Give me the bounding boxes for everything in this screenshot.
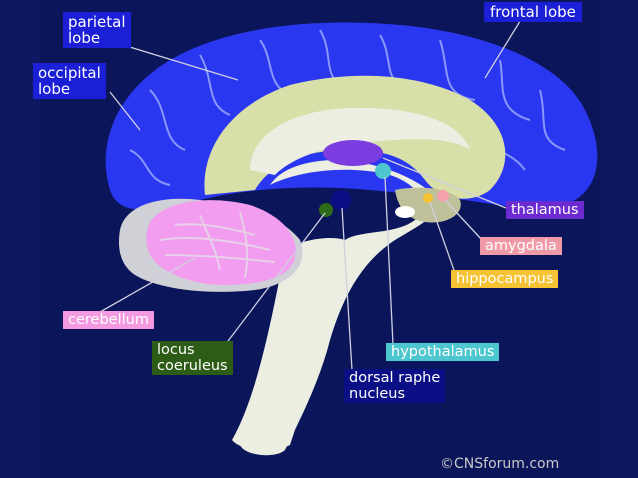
label-hypothalamus: hypothalamus — [386, 343, 500, 361]
label-frontal-lobe: frontal lobe — [484, 2, 582, 22]
spinal-cord — [232, 238, 345, 451]
locus-coeruleus-region — [319, 203, 333, 217]
label-dorsal-raphe-nucleus: dorsal raphe nucleus — [344, 369, 446, 403]
cerebellum-folia — [159, 211, 276, 279]
copyright-credit: ©CNSforum.com — [440, 456, 560, 472]
label-amygdala: amygdala — [480, 237, 562, 255]
leader-amygdala — [444, 199, 483, 241]
label-cerebellum: cerebellum — [63, 311, 154, 329]
amygdala-region — [437, 190, 449, 202]
leader-dorsal — [341, 207, 353, 371]
label-parietal-lobe: parietal lobe — [63, 12, 131, 48]
pituitary — [395, 206, 415, 218]
leader-thalamus — [382, 157, 507, 209]
label-locus-coeruleus: locus coeruleus — [152, 341, 233, 375]
leader-lines — [99, 17, 523, 371]
leader-hippocampus — [429, 201, 456, 274]
leader-frontal — [484, 17, 523, 79]
leader-occipital — [109, 91, 141, 131]
dorsal-raphe-region — [331, 190, 351, 210]
label-hippocampus: hippocampus — [451, 270, 559, 288]
label-thalamus: thalamus — [506, 201, 584, 219]
label-occipital-lobe: occipital lobe — [33, 63, 106, 99]
hippocampus-region — [423, 193, 433, 203]
leader-hypothalamus — [384, 176, 394, 346]
hypothalamus-region — [375, 163, 391, 179]
leader-locus — [224, 212, 326, 346]
leader-cerebellum — [99, 257, 196, 313]
thalamus-region — [323, 140, 383, 166]
